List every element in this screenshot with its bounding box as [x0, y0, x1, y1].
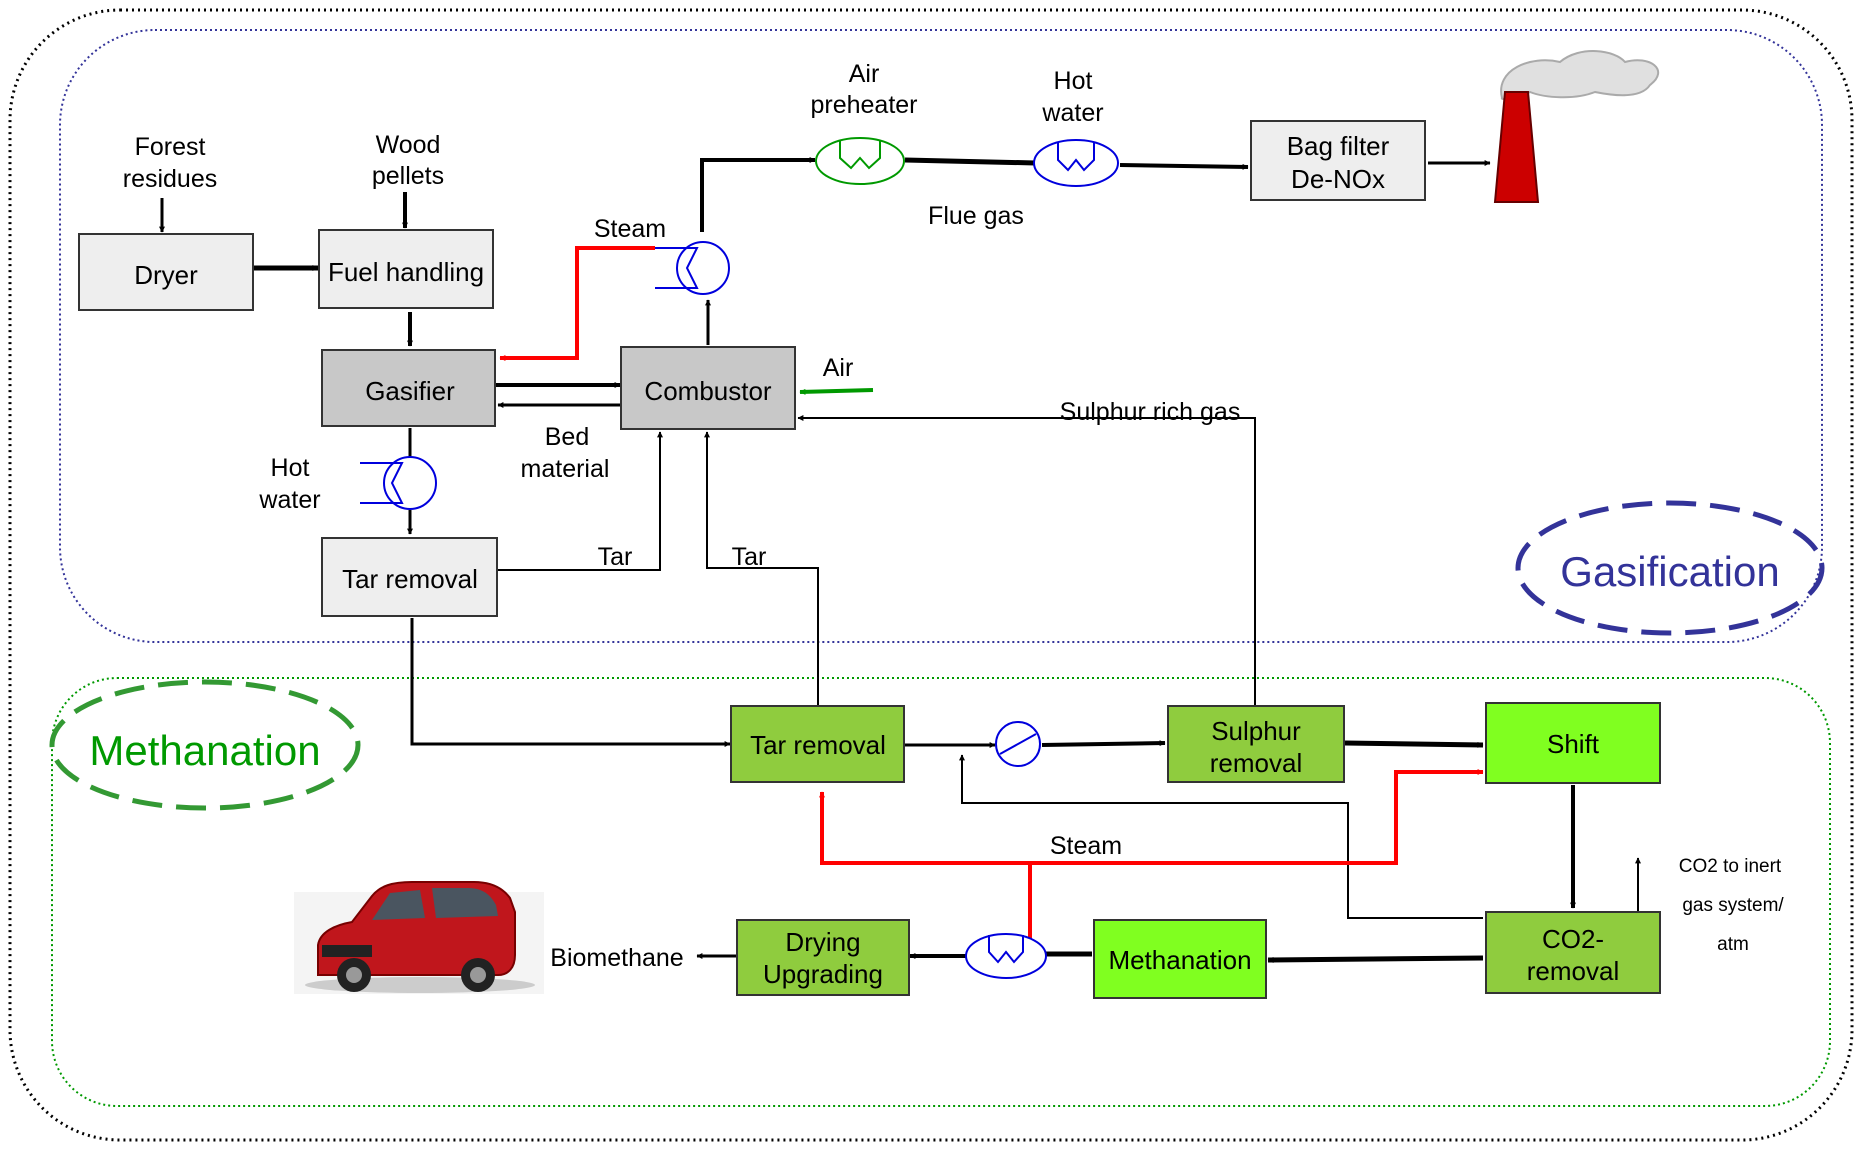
co2-removal-box-label-2: removal [1527, 956, 1619, 986]
flue-gas-line-b [1119, 163, 1249, 170]
co2-to-methanation-arrow [1267, 955, 1484, 963]
steam-top-label: Steam [594, 215, 666, 243]
flue-gas-line-a [904, 157, 1036, 166]
air-label: Air [823, 354, 854, 382]
sulphur-removal-box: Sulphur removal [1167, 705, 1345, 783]
hot-water-exchanger-top-icon [1033, 139, 1119, 187]
bag-filter-box-label-2: De-NOx [1291, 164, 1385, 194]
car-icon [294, 881, 544, 994]
wood-pellets-label-1: Wood [376, 131, 441, 159]
bag-filter-box-label-1: Bag filter [1287, 131, 1390, 161]
hot-water-top-label-1: Hot [1054, 67, 1093, 95]
air-preheater-label-2: preheater [810, 91, 917, 119]
biomethane-label: Biomethane [550, 944, 683, 972]
flue-gas-riser [700, 157, 816, 232]
air-inlet-arrow [799, 388, 874, 395]
outer-border [8, 8, 1854, 1142]
fuel-handling-box: Fuel handling [318, 229, 494, 309]
co2-to-inert-label-1: CO2 to inert [1679, 856, 1782, 877]
co2-removal-box: CO2- removal [1485, 911, 1661, 994]
gasifier-box-label: Gasifier [365, 376, 455, 406]
chimney-stack-icon [1493, 50, 1659, 203]
tar-removal-box-label: Tar removal [342, 564, 478, 594]
compressor-icon [995, 721, 1041, 767]
forest-residues-label-2: residues [123, 165, 218, 193]
tar-removal-box: Tar removal [321, 537, 498, 617]
gasifier-box: Gasifier [321, 349, 496, 427]
forest-residues-label-1: Forest [135, 133, 206, 161]
methanation-box-label: Methanation [1108, 945, 1251, 975]
bed-material-label-2: material [521, 455, 610, 483]
methanation-box: Methanation [1093, 919, 1267, 999]
steam-to-gasifier-line [499, 246, 655, 361]
bag-filter-box: Bag filter De-NOx [1250, 120, 1426, 201]
dryer-box-label: Dryer [134, 260, 198, 290]
co2-removal-box-label-1: CO2- [1542, 924, 1604, 954]
sulphur-removal-box-label-2: removal [1210, 748, 1302, 778]
hot-water-left-label-2: water [258, 486, 320, 514]
hot-water-top-label-2: water [1041, 99, 1103, 127]
dryer-box: Dryer [78, 233, 254, 311]
tar-to-combustor-line-1 [498, 431, 663, 571]
steam-distribution-line [819, 791, 1032, 942]
co2-to-inert-label-3: atm [1717, 934, 1749, 955]
drying-upgrading-box-label-2: Upgrading [763, 959, 883, 989]
sulphur-rich-gas-label: Sulphur rich gas [1060, 398, 1241, 426]
combustor-box: Combustor [620, 346, 796, 430]
tar-removal-2-box: Tar removal [730, 705, 905, 783]
bed-material-label-1: Bed [545, 423, 589, 451]
co2-to-inert-label-2: gas system/ [1682, 895, 1784, 916]
steam-to-shift-line [1030, 769, 1484, 865]
sulphur-rich-gas-line [797, 415, 1256, 705]
drying-upgrading-box-label-1: Drying [785, 927, 860, 957]
tar-label-1: Tar [598, 543, 633, 571]
tar-removal-2-box-label: Tar removal [750, 730, 886, 760]
shift-box-label: Shift [1547, 729, 1600, 759]
air-preheater-label-1: Air [849, 60, 880, 88]
steam-lines [499, 246, 1484, 942]
sulphur-to-shift-arrow [1344, 740, 1484, 748]
tar-removal-to-methanation-line [410, 618, 731, 747]
flue-gas-label: Flue gas [928, 202, 1024, 230]
air-preheater-icon [815, 137, 905, 185]
hot-water-left-label-1: Hot [271, 454, 310, 482]
combustor-box-label: Combustor [644, 376, 771, 406]
gasification-section-border [59, 29, 1823, 643]
steam-bottom-label: Steam [1050, 832, 1122, 860]
tar-to-combustor-line-2 [704, 431, 819, 706]
methanation-label: Methanation [89, 727, 320, 774]
compressor-to-sulphur-arrow [1041, 740, 1166, 747]
tar-label-2: Tar [732, 543, 767, 571]
sulphur-removal-box-label-1: Sulphur [1211, 716, 1301, 746]
co2-recycle-line [959, 754, 1483, 919]
methanation-steam-hx-icon [965, 933, 1047, 979]
methanation-label-ellipse [49, 679, 361, 811]
shift-box: Shift [1485, 702, 1661, 784]
gasification-label-ellipse [1515, 500, 1825, 636]
hot-water-exchanger-left-icon [360, 456, 437, 510]
fuel-handling-box-label: Fuel handling [328, 257, 484, 287]
steam-generator-hx-icon [655, 241, 730, 295]
flow-lines [159, 157, 1641, 963]
wood-pellets-label-2: pellets [372, 162, 444, 190]
gasification-label: Gasification [1560, 548, 1779, 595]
drying-upgrading-box: Drying Upgrading [736, 919, 910, 996]
